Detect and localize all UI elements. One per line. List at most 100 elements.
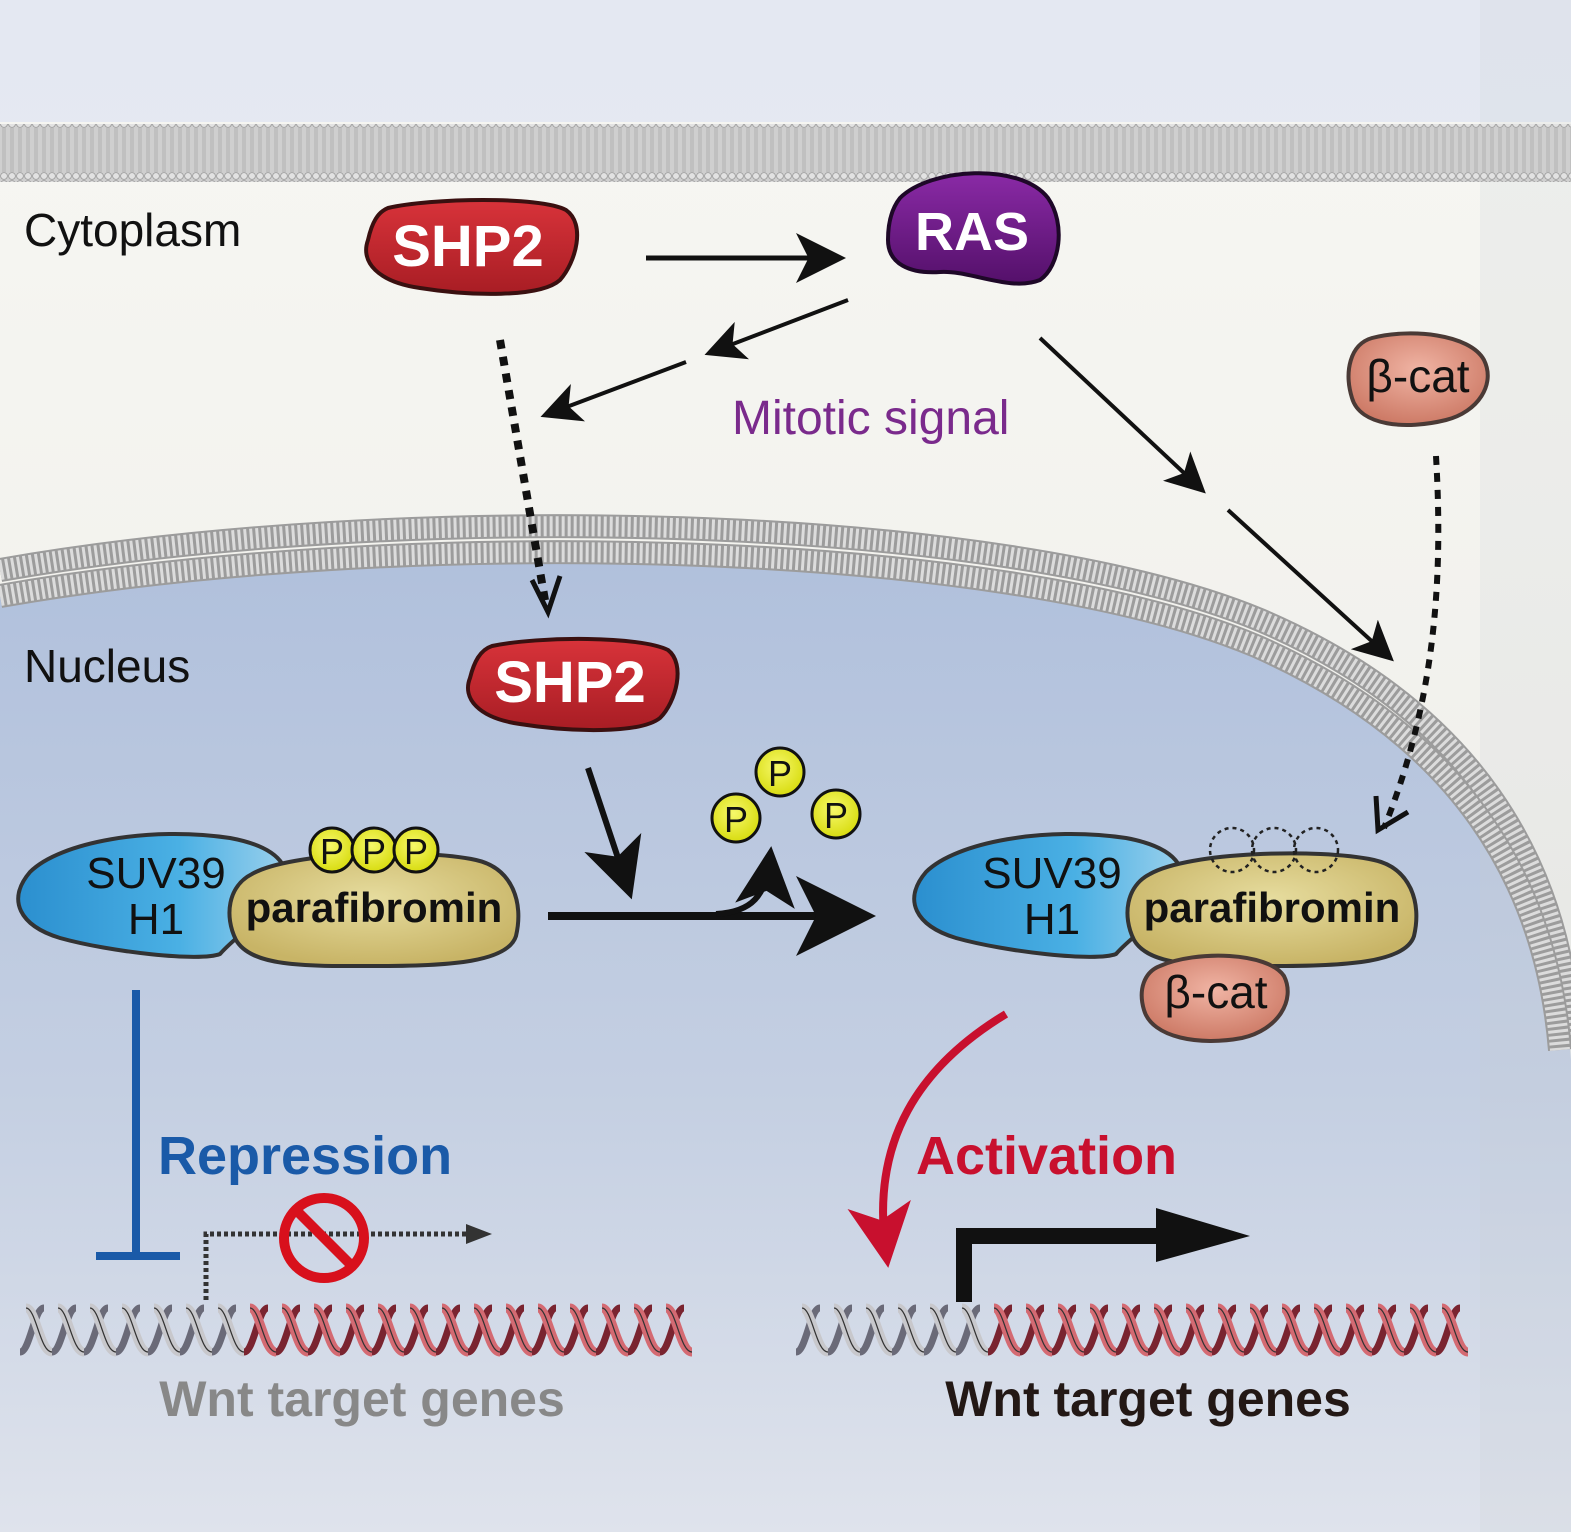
- arrow-shp2-translocation: [496, 339, 550, 607]
- parafibromin-left-label: parafibromin: [246, 884, 503, 931]
- suv39h1-left-line1: SUV39: [86, 849, 225, 898]
- released-phosphates: P P P: [710, 746, 862, 844]
- dna-helix-right: [794, 1303, 1470, 1357]
- dna-strand-back: [1082, 1304, 1110, 1356]
- dna-strand-outline: [409, 1307, 437, 1353]
- dna-strand-back: [82, 1304, 110, 1356]
- dna-strand-back: [594, 1304, 622, 1356]
- bcat-cytoplasm-label: β-cat: [1366, 350, 1469, 402]
- active-transcription-arrowhead: [1156, 1208, 1250, 1262]
- left-complex: SUV39 H1 parafibromin P P P: [16, 826, 521, 969]
- dna-strand-outline: [89, 1307, 117, 1353]
- dna-strand-outline: [1345, 1307, 1373, 1353]
- phosphate-released-2: P: [754, 746, 806, 798]
- blocked-transcription-arrow: [203, 1231, 470, 1300]
- arrow-ras-to-mitotic-2: [540, 360, 687, 422]
- dna-strand-outline: [473, 1307, 501, 1353]
- activation-arm: Activation: [847, 1010, 1250, 1302]
- dna-strand-outline: [249, 1307, 277, 1353]
- nucleus-label: Nucleus: [24, 640, 190, 692]
- dna-strand-back: [1210, 1304, 1238, 1356]
- dna-strand-back: [1178, 1304, 1206, 1356]
- empty-phosphosites: [1208, 826, 1340, 874]
- dna-strand-back: [210, 1304, 238, 1356]
- arrow-ras-to-nucleus-1: [1038, 336, 1206, 494]
- dna-strand-back: [1018, 1304, 1046, 1356]
- dna-strand-outline: [929, 1307, 957, 1353]
- dna-strand-outline: [185, 1307, 213, 1353]
- dna-strand-outline: [217, 1307, 245, 1353]
- bcat-cytoplasm: β-cat: [1346, 331, 1490, 427]
- dna-strand-back: [434, 1304, 462, 1356]
- bound-phosphates: P P P: [308, 826, 440, 874]
- dna-strand-outline: [377, 1307, 405, 1353]
- dna-strand-outline: [441, 1307, 469, 1353]
- dna-strand-back: [1402, 1304, 1430, 1356]
- dna-strand-outline: [1281, 1307, 1309, 1353]
- dna-strand-back: [1274, 1304, 1302, 1356]
- dna-strand-back: [626, 1304, 654, 1356]
- dna-strand-outline: [993, 1307, 1021, 1353]
- ras-label: RAS: [915, 202, 1029, 262]
- svg-text:P: P: [404, 831, 428, 872]
- plasma-membrane: [0, 124, 1571, 182]
- ras-protein: RAS: [885, 171, 1061, 286]
- dna-strand-back: [1114, 1304, 1142, 1356]
- dna-strand-outline: [281, 1307, 309, 1353]
- phosphate-bound-2: P: [350, 826, 398, 874]
- activation-arrow: [847, 1010, 1009, 1268]
- cytoplasm-label: Cytoplasm: [24, 204, 241, 256]
- wnt-target-genes-right: Wnt target genes: [945, 1371, 1351, 1427]
- dna-strand-back: [986, 1304, 1014, 1356]
- phosphate-bound-1: P: [308, 826, 356, 874]
- dna-strand-outline: [25, 1307, 53, 1353]
- dna-strand-back: [1434, 1304, 1462, 1356]
- dna-strand-back: [306, 1304, 334, 1356]
- dna-strand-back: [1146, 1304, 1174, 1356]
- dna-strand-back: [50, 1304, 78, 1356]
- dna-strand-back: [658, 1304, 686, 1356]
- svg-text:P: P: [768, 753, 792, 794]
- phosphate-released-3: P: [810, 788, 862, 840]
- arrowhead-shp2-translocation: [529, 575, 563, 619]
- dna-strand-outline: [1313, 1307, 1341, 1353]
- svg-text:P: P: [362, 831, 386, 872]
- parafibromin-right: [1125, 851, 1419, 969]
- dna-strand-back: [826, 1304, 854, 1356]
- dna-strand-back: [890, 1304, 918, 1356]
- dna-strand-outline: [897, 1307, 925, 1353]
- dna-strand-outline: [1153, 1307, 1181, 1353]
- dna-strand-outline: [345, 1307, 373, 1353]
- dna-strand-back: [178, 1304, 206, 1356]
- dna-strand-back: [146, 1304, 174, 1356]
- dna-strand-outline: [1121, 1307, 1149, 1353]
- arrow-phosphate-release: [715, 846, 795, 917]
- dna-strand-outline: [1249, 1307, 1277, 1353]
- dna-strand-back: [530, 1304, 558, 1356]
- shp2-nucleus-label: SHP2: [494, 650, 646, 715]
- dna-strand-back: [274, 1304, 302, 1356]
- arrow-bcat-translocation: [1381, 455, 1442, 830]
- dna-strand-back: [1242, 1304, 1270, 1356]
- dna-helix-left: [18, 1303, 694, 1357]
- dna-strand-back: [402, 1304, 430, 1356]
- dna-strand-outline: [537, 1307, 565, 1353]
- shp2-cytoplasm: SHP2: [364, 198, 580, 296]
- dna-strand-outline: [601, 1307, 629, 1353]
- phosphate-released-1: P: [710, 792, 762, 844]
- dna-strand-back: [858, 1304, 886, 1356]
- mitotic-signal-label: Mitotic signal: [732, 392, 1009, 445]
- arrow-ras-to-mitotic-1: [704, 298, 849, 360]
- suv39h1-right-line1: SUV39: [982, 849, 1121, 898]
- suv39h1-right-line2: H1: [1024, 895, 1080, 944]
- arrowhead-bcat-translocation: [1373, 795, 1410, 835]
- right-complex: SUV39 H1 parafibromin β-cat: [912, 826, 1419, 1043]
- dna-strand-back: [466, 1304, 494, 1356]
- svg-text:P: P: [724, 799, 748, 840]
- dna-strand-outline: [1185, 1307, 1213, 1353]
- dna-strand-back: [922, 1304, 950, 1356]
- dna-strand-outline: [57, 1307, 85, 1353]
- bcat-complex: [1139, 953, 1290, 1043]
- repression-label: Repression: [158, 1126, 452, 1186]
